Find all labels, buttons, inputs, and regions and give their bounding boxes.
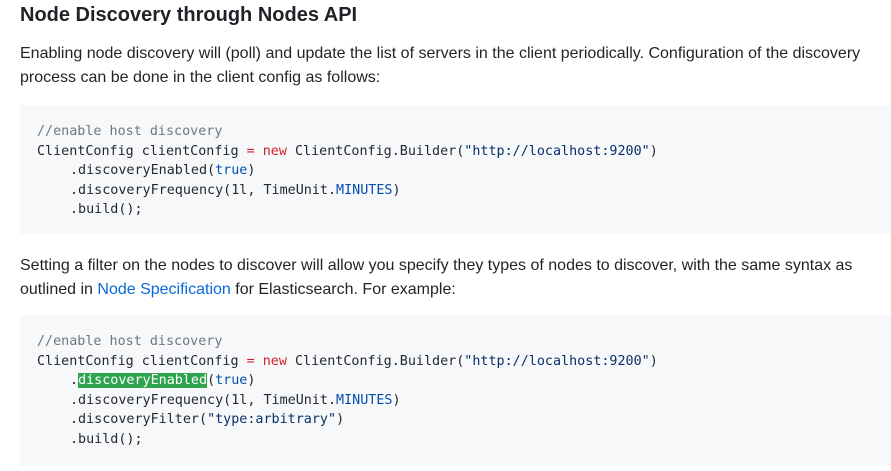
- code-line: .build();: [37, 200, 891, 220]
- code-text: ): [247, 373, 256, 388]
- code-text: ): [336, 412, 345, 427]
- paragraph-text: Setting a filter on the nodes to discove…: [20, 257, 853, 298]
- code-text: [255, 144, 263, 159]
- code-operator: =: [246, 353, 255, 369]
- filter-paragraph: Setting a filter on the nodes to discove…: [20, 254, 880, 302]
- code-boolean: true: [215, 373, 248, 388]
- code-line: ClientConfig clientConfig = new ClientCo…: [37, 352, 891, 372]
- section-heading: Node Discovery through Nodes API: [20, 4, 358, 26]
- code-line: //enable host discovery: [37, 332, 891, 352]
- code-text: (: [207, 373, 216, 388]
- code-text: ClientConfig clientConfig: [37, 353, 247, 369]
- code-text: .discoveryFilter(: [70, 412, 208, 427]
- code-text: ): [247, 163, 256, 178]
- code-string: "http://localhost:9200": [464, 353, 650, 369]
- code-line: ClientConfig clientConfig = new ClientCo…: [37, 142, 891, 162]
- node-specification-link[interactable]: Node Specification: [97, 281, 231, 298]
- code-string: "type:arbitrary": [207, 412, 337, 427]
- code-text: ): [392, 182, 401, 198]
- code-line: .discoveryEnabled(true): [37, 371, 891, 391]
- code-text: .discoveryEnabled(: [70, 163, 216, 178]
- code-text: ): [649, 353, 658, 369]
- code-comment: //enable host discovery: [37, 124, 223, 139]
- code-line: .discoveryFrequency(1l, TimeUnit.MINUTES…: [37, 391, 891, 411]
- code-text: .discoveryFrequency(1l, TimeUnit.: [70, 182, 337, 198]
- code-text: [255, 354, 263, 369]
- code-text: .build();: [70, 202, 143, 217]
- code-keyword: new: [262, 143, 287, 159]
- code-string: "http://localhost:9200": [464, 143, 650, 159]
- code-line: .discoveryFrequency(1l, TimeUnit.MINUTES…: [37, 181, 891, 201]
- code-boolean: true: [215, 163, 248, 178]
- code-text: .: [70, 373, 79, 388]
- paragraph-text: for Elasticsearch. For example:: [230, 281, 456, 298]
- code-text: ): [649, 143, 658, 159]
- intro-paragraph: Enabling node discovery will (poll) and …: [20, 45, 861, 86]
- code-line: .discoveryEnabled(true): [37, 161, 891, 181]
- code-line: .build();: [37, 430, 891, 450]
- code-constant: MINUTES: [336, 182, 393, 198]
- code-line: .discoveryFilter("type:arbitrary"): [37, 410, 891, 430]
- code-text: .discoveryFrequency(1l, TimeUnit.: [70, 392, 337, 408]
- code-comment: //enable host discovery: [37, 334, 223, 349]
- code-text: ClientConfig.Builder(: [286, 143, 465, 159]
- code-line: //enable host discovery: [37, 122, 891, 142]
- code-operator: =: [246, 143, 255, 159]
- code-keyword: new: [262, 353, 287, 369]
- code-constant: MINUTES: [336, 392, 393, 408]
- highlighted-search-match[interactable]: discoveryEnabled: [78, 373, 208, 388]
- code-text: ): [392, 392, 401, 408]
- code-text: ClientConfig clientConfig: [37, 143, 247, 159]
- code-text: ClientConfig.Builder(: [286, 353, 465, 369]
- code-text: .build();: [70, 431, 143, 447]
